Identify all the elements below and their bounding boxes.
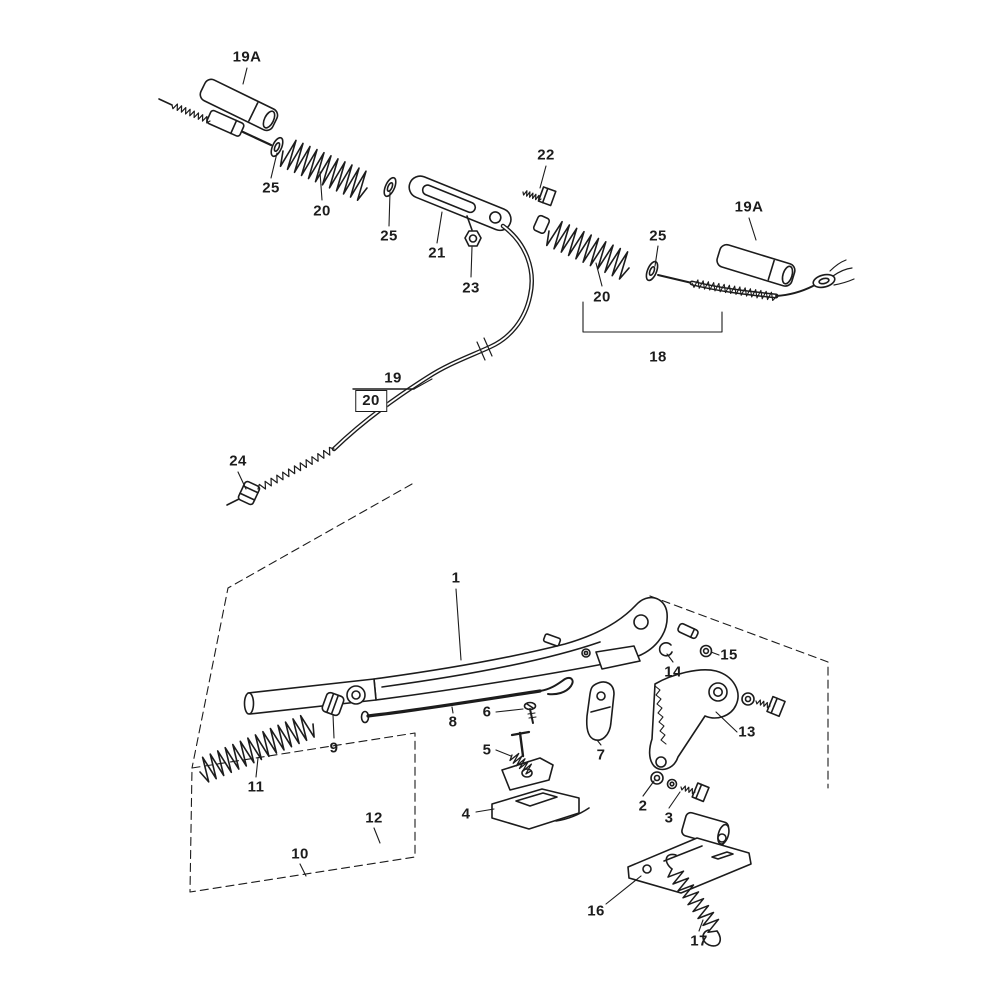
ref-bracket-18 [582, 301, 723, 333]
base-bracket-16 [627, 811, 752, 894]
bolt-3 [691, 782, 710, 803]
washer-2 [650, 771, 678, 790]
clevis-pin [677, 622, 699, 640]
bolt-thread-3 [680, 785, 696, 795]
cable-thread-24 [257, 446, 335, 490]
bolt-22-thread [522, 190, 542, 202]
washer-15 [699, 644, 713, 658]
bushing-9 [321, 685, 366, 717]
construction-lines [189, 483, 829, 893]
front-cable-run [226, 223, 534, 506]
spring-17 [667, 868, 720, 934]
cable-sleeve [476, 337, 493, 361]
washer-25-icon [645, 260, 659, 282]
bracket-4 [491, 788, 590, 830]
bolt-thread-13 [755, 699, 771, 709]
protective-cap-19a-right [716, 243, 796, 287]
bolt-22 [537, 186, 557, 207]
handbrake-lever-1 [243, 596, 668, 715]
leader-lines [237, 67, 757, 932]
spring-17-hooks [665, 853, 721, 947]
washer-25-icon [270, 136, 284, 158]
nut-23 [464, 230, 482, 247]
pawl-7 [585, 681, 615, 741]
pawl-spring-5 [509, 752, 533, 775]
cable-adjuster [206, 109, 245, 137]
spring-11 [199, 714, 315, 783]
cable-end-fitting [812, 259, 855, 289]
spring-20-left [279, 139, 368, 201]
rear-cable-assembly [532, 214, 855, 299]
nut-24 [237, 480, 261, 506]
conduit-wrap [691, 279, 777, 302]
equalizer-21 [408, 175, 512, 232]
lever-pin [542, 633, 562, 647]
pawl-5 [501, 730, 554, 791]
push-rod-8 [360, 676, 574, 724]
washer-bolt-13 [741, 692, 786, 718]
protective-cap-19a-left [199, 78, 279, 132]
front-cable-assembly [158, 98, 557, 247]
cable-tip [158, 98, 173, 106]
cable-stop [532, 214, 551, 235]
circlip-14 [658, 642, 673, 657]
lever-washer [581, 648, 591, 658]
cable-rod [241, 130, 273, 147]
washer-25-icon [383, 176, 397, 198]
springs-layer [171, 103, 777, 934]
cable-thread-left [171, 103, 211, 124]
spring-20-right [546, 220, 630, 280]
screw-6 [523, 701, 537, 724]
